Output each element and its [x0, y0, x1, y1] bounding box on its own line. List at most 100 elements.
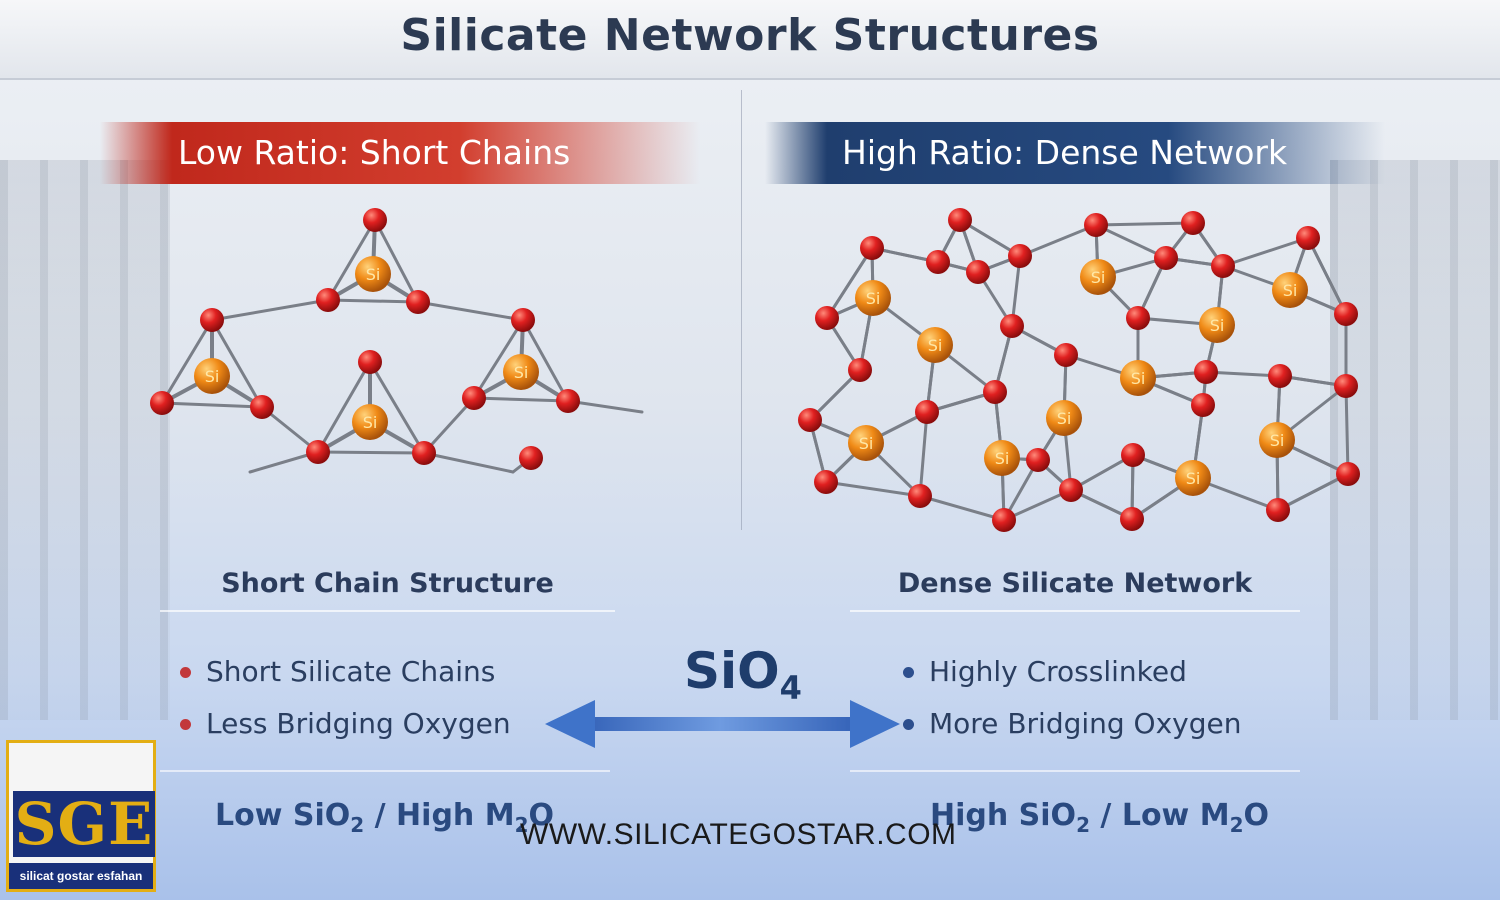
bond: [566, 399, 644, 414]
bullet-dot-icon: [180, 719, 191, 730]
separator-right: [850, 770, 1300, 772]
silicon-label: Si: [1057, 409, 1072, 428]
silicon-atom: [855, 280, 891, 316]
bond: [521, 318, 570, 403]
left-subhead: Short Chain Structure: [160, 558, 615, 612]
oxygen-atom: [966, 260, 990, 284]
bond: [373, 218, 420, 304]
right-network-bonds: [808, 218, 1350, 522]
silicon-atom: [1175, 460, 1211, 496]
oxygen-atom: [1296, 226, 1320, 250]
oxygen-atom: [926, 250, 950, 274]
bond: [1094, 223, 1168, 260]
silicon-label: Si: [1091, 268, 1106, 287]
silicon-atom: [194, 358, 230, 394]
silicon-label: Si: [995, 449, 1010, 468]
oxygen-atom: [1268, 364, 1292, 388]
bond: [1221, 236, 1310, 268]
oxygen-atom: [1154, 246, 1178, 270]
bond: [160, 401, 264, 409]
silicon-label: Si: [366, 265, 381, 284]
oxygen-atom: [983, 380, 1007, 404]
bond: [825, 246, 874, 320]
silicon-label: Si: [1131, 369, 1146, 388]
oxygen-atom: [1211, 254, 1235, 278]
bond: [160, 318, 214, 405]
oxygen-atom: [150, 391, 174, 415]
oxygen-atom: [363, 208, 387, 232]
title-bar: Silicate Network Structures: [0, 0, 1500, 80]
bond: [210, 298, 330, 322]
oxygen-atom: [1000, 314, 1024, 338]
bullet-dot-icon: [903, 719, 914, 730]
bond: [422, 451, 515, 474]
bond: [824, 480, 922, 498]
left-bullet-list: Short Silicate Chains Less Bridging Oxyg…: [180, 650, 511, 754]
oxygen-atom: [1191, 393, 1215, 417]
list-item: Less Bridging Oxygen: [180, 702, 511, 754]
oxygen-atom: [815, 306, 839, 330]
oxygen-atom: [412, 441, 436, 465]
bond: [472, 396, 570, 403]
silicon-atom: [355, 256, 391, 292]
right-banner-label: High Ratio: Dense Network: [842, 133, 1288, 172]
oxygen-atom: [316, 288, 340, 312]
bond: [1018, 223, 1098, 258]
silicon-label: Si: [205, 367, 220, 386]
oxygen-atom: [250, 395, 274, 419]
left-ratio-label: Low SiO2 / High M2O: [215, 798, 555, 837]
silicon-label: Si: [928, 336, 943, 355]
bond: [368, 360, 426, 455]
bond: [1002, 488, 1073, 522]
bond: [918, 494, 1006, 522]
oxygen-atom: [1008, 244, 1032, 268]
website-url[interactable]: WWW.SILICATEGOSTAR.COM: [520, 818, 957, 851]
sio4-formula: SiO4: [684, 642, 802, 707]
oxygen-atom: [1194, 360, 1218, 384]
left-banner: Low Ratio: Short Chains: [100, 122, 700, 184]
oxygen-atom: [1121, 443, 1145, 467]
oxygen-atom: [915, 400, 939, 424]
bond: [316, 360, 372, 454]
silicon-atom: [1080, 259, 1116, 295]
silicon-atom: [848, 425, 884, 461]
bond: [326, 218, 377, 302]
silicon-label: Si: [1283, 281, 1298, 300]
logo-subtitle: silicat gostar esfahan: [9, 863, 153, 889]
left-chain-bonds: [160, 218, 644, 474]
right-subhead: Dense Silicate Network: [850, 558, 1300, 612]
background-machinery-right: [1330, 160, 1500, 720]
logo-text: SGE: [13, 790, 155, 858]
oxygen-atom: [798, 408, 822, 432]
bond: [1344, 384, 1350, 476]
left-banner-label: Low Ratio: Short Chains: [178, 133, 571, 172]
oxygen-atom: [1026, 448, 1050, 472]
right-bullet-list: Highly Crosslinked More Bridging Oxygen: [903, 650, 1241, 754]
oxygen-atom: [848, 358, 872, 382]
oxygen-atom: [814, 470, 838, 494]
background-machinery-left: [0, 160, 170, 720]
oxygen-atom: [1120, 507, 1144, 531]
oxygen-atom: [948, 208, 972, 232]
oxygen-atom: [358, 350, 382, 374]
bond: [1276, 472, 1350, 512]
silicon-atom: [1120, 360, 1156, 396]
oxygen-atom: [511, 308, 535, 332]
oxygen-atom: [1084, 213, 1108, 237]
oxygen-atom: [1266, 498, 1290, 522]
bond: [326, 298, 420, 304]
arrow-shaft: [585, 717, 855, 731]
oxygen-atom: [1334, 374, 1358, 398]
right-banner: High Ratio: Dense Network: [765, 122, 1385, 184]
bond: [210, 318, 264, 409]
oxygen-atom: [860, 236, 884, 260]
bond: [472, 318, 525, 400]
silicon-atom: [503, 354, 539, 390]
bond: [422, 396, 476, 455]
arrow-head-right: [850, 700, 900, 748]
sge-logo: SGE silicat gostar esfahan: [6, 740, 156, 892]
silicon-atom: [1259, 422, 1295, 458]
